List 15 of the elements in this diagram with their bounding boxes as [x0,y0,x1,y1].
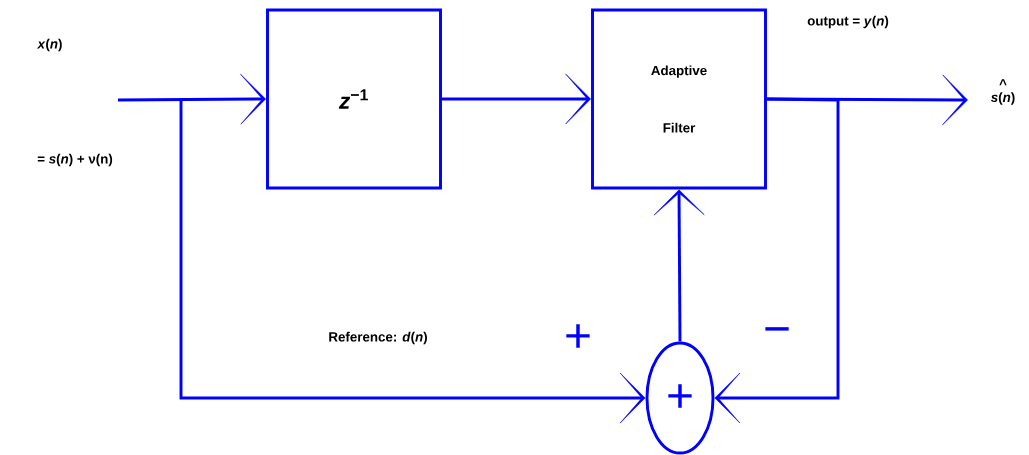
signal-label: output = y(n) [807,15,889,29]
summing-junction: + [645,341,715,455]
sign-label: + [566,324,590,348]
arrow [714,97,840,424]
signal-label: = s(n) + ν(n) [37,153,113,167]
arrow [179,100,646,424]
arrow [441,73,591,125]
signal-label: Reference: d(n) [329,331,427,345]
sign-label: − [765,327,789,331]
process-box: Adaptive Filter [591,8,767,190]
arrow [118,73,266,125]
arrow [653,189,705,342]
signal-label: x(n) [37,38,62,52]
process-box: z$^{−1}$ [266,8,442,190]
output-label: ^ s(n) [990,79,1015,105]
